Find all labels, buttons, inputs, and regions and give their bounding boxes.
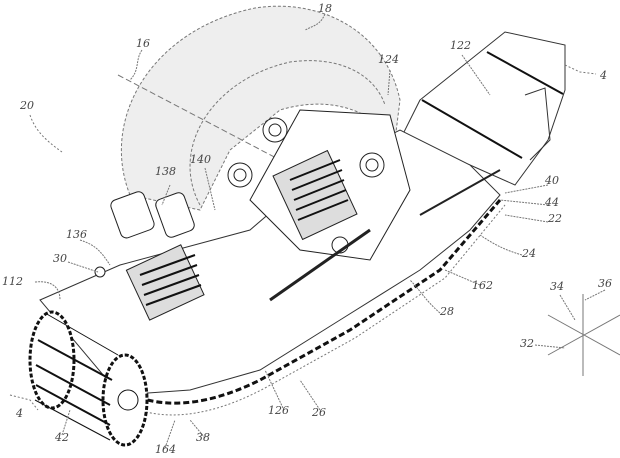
view-arrows: [9, 64, 597, 411]
ref-20: 20: [20, 99, 34, 112]
ref-122: 122: [450, 39, 471, 52]
ref-162: 162: [472, 279, 493, 292]
rear-deck: [399, 31, 566, 186]
ref-4-bottom: 4: [16, 407, 23, 420]
ref-44: 44: [545, 196, 559, 209]
ref-40: 40: [545, 174, 559, 187]
fender: [121, 5, 401, 211]
ref-28: 28: [440, 305, 454, 318]
ref-126: 126: [268, 404, 289, 417]
ref-34: 34: [550, 280, 564, 293]
ref-140: 140: [190, 153, 211, 166]
ref-16: 16: [136, 37, 150, 50]
ref-32: 32: [520, 337, 534, 350]
ref-36: 36: [598, 277, 612, 290]
ref-112: 112: [2, 275, 23, 288]
ref-24: 24: [522, 247, 536, 260]
ref-38: 38: [196, 431, 210, 444]
ref-26: 26: [312, 406, 326, 419]
track-drum: [28, 310, 149, 447]
ref-18: 18: [318, 2, 332, 15]
ref-42: 42: [55, 431, 69, 444]
front-mounts: [94, 191, 205, 321]
frame-assembly: [227, 109, 501, 302]
axis-line: [117, 74, 281, 161]
ref-164: 164: [155, 443, 176, 456]
ref-22: 22: [548, 212, 562, 225]
axis-triad: [547, 294, 620, 376]
ref-124: 124: [378, 53, 399, 66]
ref-136: 136: [66, 228, 87, 241]
ref-30: 30: [53, 252, 67, 265]
leader-lines: [34, 13, 606, 449]
ref-138: 138: [155, 165, 176, 178]
ref-4-top: 4: [600, 69, 607, 82]
